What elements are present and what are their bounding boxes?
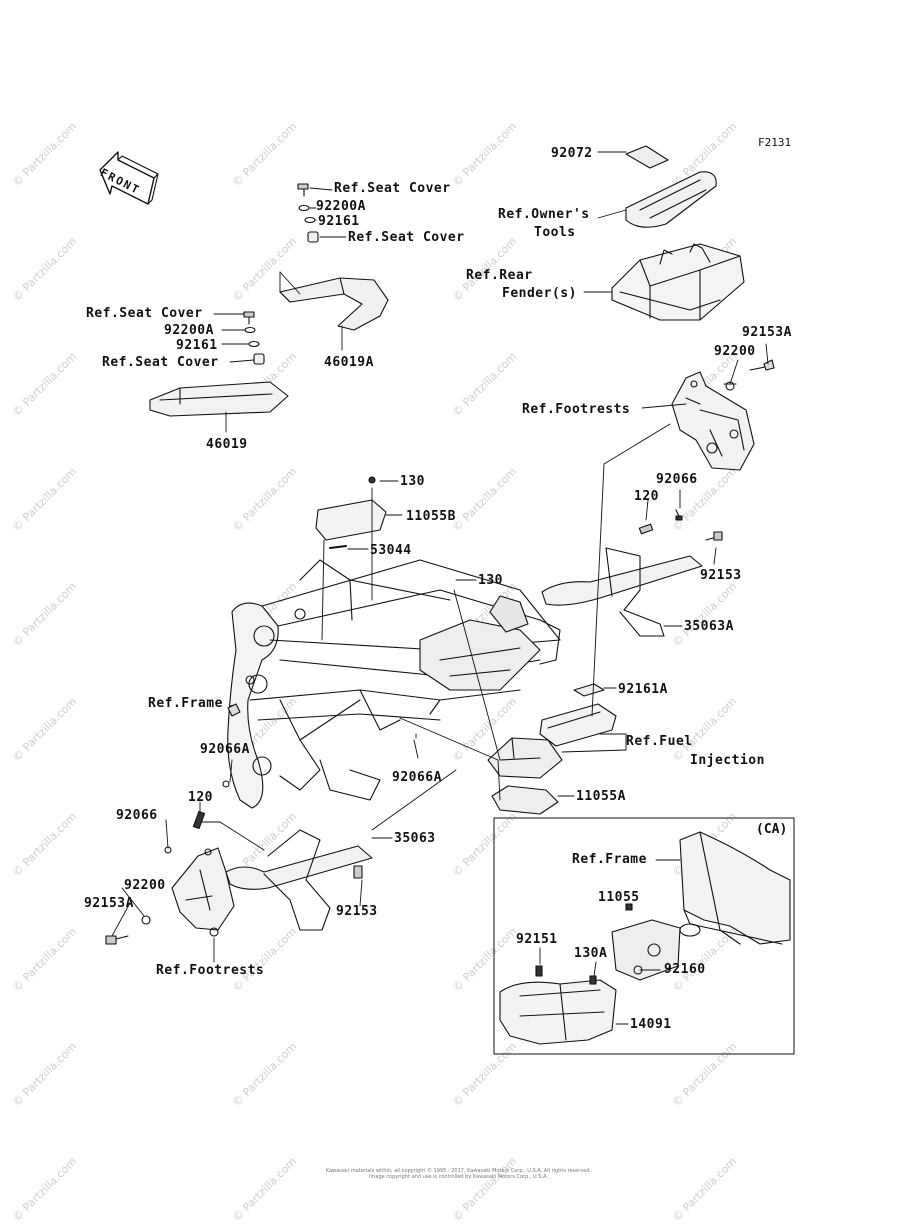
label-ref-frame-left: Ref.Frame: [148, 696, 223, 711]
label-ref-seat-cover-2: Ref.Seat Cover: [348, 230, 465, 245]
label-92161-left: 92161: [176, 338, 218, 353]
label-ref-footrests-top: Ref.Footrests: [522, 402, 631, 417]
label-92066-left: 92066: [116, 808, 158, 823]
label-53044: 53044: [370, 543, 412, 558]
label-92161-top: 92161: [318, 214, 360, 229]
label-ref-seat-cover-1: Ref.Seat Cover: [334, 181, 451, 196]
footrest-bracket-left-part: [105, 780, 235, 945]
label-92066-right: 92066: [656, 472, 698, 487]
label-ref-footrests-bottom: Ref.Footrests: [156, 963, 265, 978]
label-92153-right: 92153: [700, 568, 742, 583]
inset-label: (CA): [756, 822, 788, 837]
label-46019a: 46019A: [324, 355, 374, 370]
tool-tray-part: [611, 145, 745, 321]
label-92200-top: 92200: [714, 344, 756, 359]
label-130a: 130A: [574, 946, 608, 961]
label-120-right: 120: [634, 489, 659, 504]
label-11055: 11055: [598, 890, 640, 905]
figure-code: F2131: [758, 136, 792, 149]
ecu-part: [487, 683, 617, 815]
label-92153a-top: 92153A: [742, 325, 792, 340]
label-46019: 46019: [206, 437, 248, 452]
label-ref-rear-fender-2: Fender(s): [502, 286, 577, 301]
inset-box: [493, 817, 795, 1055]
seat-bracket-46019a-part: [279, 183, 389, 331]
label-92153-bottom: 92153: [336, 904, 378, 919]
copyright-line-1: Kawasaki materials within, all copyright…: [325, 1168, 592, 1174]
label-92066a-mid: 92066A: [392, 770, 442, 785]
label-11055a: 11055A: [576, 789, 626, 804]
frame-part: [227, 559, 561, 809]
label-ref-fuel-injection-2: Injection: [690, 753, 765, 768]
label-ref-seat-cover-4: Ref.Seat Cover: [102, 355, 219, 370]
label-92153a-bottom: 92153A: [84, 896, 134, 911]
label-ref-rear-fender: Ref.Rear: [466, 268, 533, 283]
label-92066a-left: 92066A: [200, 742, 250, 757]
seat-bracket-46019-part: [149, 311, 289, 417]
label-92200a-left: 92200A: [164, 323, 214, 338]
label-130-top: 130: [400, 474, 425, 489]
label-14091: 14091: [630, 1017, 672, 1032]
label-92160: 92160: [664, 962, 706, 977]
plate-11055b-part: [315, 476, 387, 549]
label-ref-seat-cover-3: Ref.Seat Cover: [86, 306, 203, 321]
label-92200-bottom: 92200: [124, 878, 166, 893]
step-bracket-35063a-part: [541, 509, 723, 637]
label-ref-frame-inset: Ref.Frame: [572, 852, 647, 867]
label-35063a: 35063A: [684, 619, 734, 634]
label-35063: 35063: [394, 831, 436, 846]
copyright-line-2: Image copyright and use is controlled by…: [369, 1174, 548, 1180]
label-120-left: 120: [188, 790, 213, 805]
leader-lines: [111, 151, 769, 1025]
label-92200a-top: 92200A: [316, 199, 366, 214]
label-92151: 92151: [516, 932, 558, 947]
inset-ca-part: [499, 831, 791, 1045]
step-bracket-35063-part: [192, 810, 373, 931]
footrest-bracket-right-part: [671, 359, 775, 471]
label-ref-owners-tools: Ref.Owner's: [498, 207, 590, 222]
label-ref-owners-tools-2: Tools: [534, 225, 576, 240]
front-arrow-icon: [99, 151, 159, 205]
label-ref-fuel-injection: Ref.Fuel: [626, 734, 693, 749]
label-130-mid: 130: [478, 573, 503, 588]
label-92072: 92072: [551, 146, 593, 161]
label-11055b: 11055B: [406, 509, 456, 524]
label-92161a: 92161A: [618, 682, 668, 697]
